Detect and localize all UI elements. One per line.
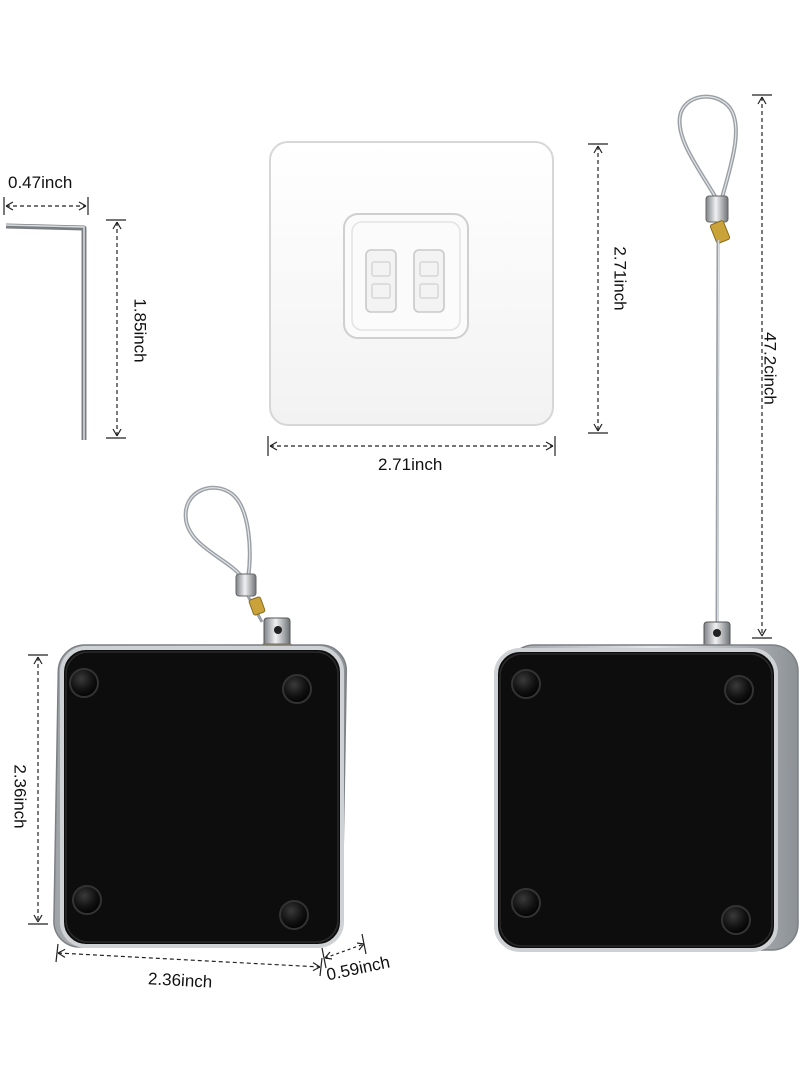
- box-width-dimension: [55, 943, 323, 977]
- key-height-label: 1.85inch: [130, 298, 150, 363]
- box-height-label: 2.36inch: [10, 764, 30, 829]
- adhesive-pad: [269, 141, 554, 426]
- pad-height-label: 2.71inch: [610, 246, 630, 311]
- allen-key: [5, 223, 87, 440]
- pad-width-label: 2.71inch: [378, 455, 443, 474]
- box-depth-dimension: [321, 933, 367, 969]
- box-width-label: 2.36inch: [147, 969, 213, 992]
- cable-length-label: 47.2cinch: [760, 332, 780, 405]
- key-width-dimension: [3, 197, 89, 215]
- left-door-closer: [53, 485, 348, 948]
- pad-width-dimension: [267, 436, 556, 456]
- cable-length-dimension: [752, 94, 772, 639]
- key-height-dimension: [106, 219, 126, 439]
- key-width-label: 0.47inch: [8, 173, 73, 192]
- box-height-dimension: [28, 654, 48, 925]
- pad-height-dimension: [588, 143, 608, 434]
- right-door-closer: [494, 94, 799, 952]
